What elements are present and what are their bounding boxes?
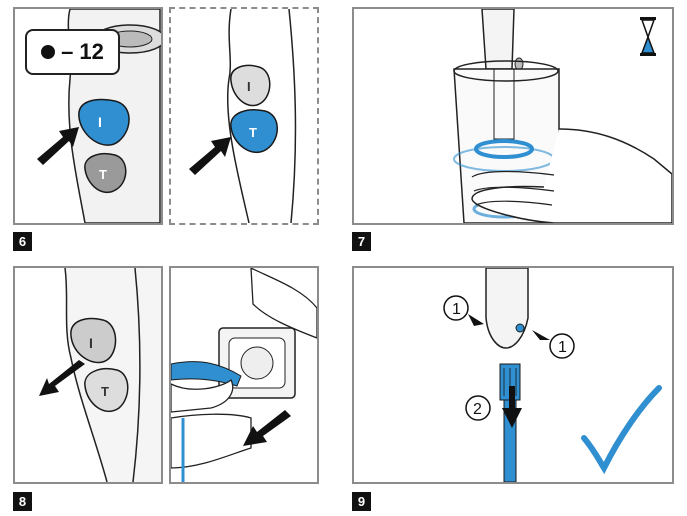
step-number-7: 7 [352,232,371,251]
detach-blade-illustration [485,268,662,482]
step-8-panel-b [169,266,319,484]
blender-handle-illustration: I T [189,9,317,223]
speed-callout: – 12 [25,29,120,75]
unplug-illustration [171,268,317,482]
power-button-i[interactable] [70,317,117,364]
i-glyph-icon: I [89,335,93,351]
speed-callout-text: – 12 [61,39,104,64]
t-glyph-icon: T [249,125,257,140]
step-6-panel-b: I T [169,7,319,225]
step-6-panel-a: – 12 I T [13,7,163,225]
pull-arrow-icon [243,410,291,446]
step-9-panel: 1 1 2 [352,266,674,484]
step-number-8: 8 [13,492,32,511]
power-button-i[interactable] [230,64,271,107]
checkmark-icon [581,385,662,475]
press-arrow-icon [189,137,231,175]
turbo-button-t[interactable] [84,368,129,413]
blender-handle-illustration: I T [39,268,161,482]
step-8-panel-a: I T [13,266,163,484]
t-glyph-icon: T [101,384,109,399]
blending-beaker-illustration [453,9,672,223]
i-glyph-icon: I [247,79,251,94]
speed-dot-icon [41,45,56,59]
turbo-button-t[interactable] [230,109,278,154]
step-number-6: 6 [13,232,32,251]
release-arrow-icon [39,360,85,396]
pull-down-arrow-icon [502,386,522,428]
step-number-9: 9 [352,492,371,511]
step-7-panel [352,7,674,225]
